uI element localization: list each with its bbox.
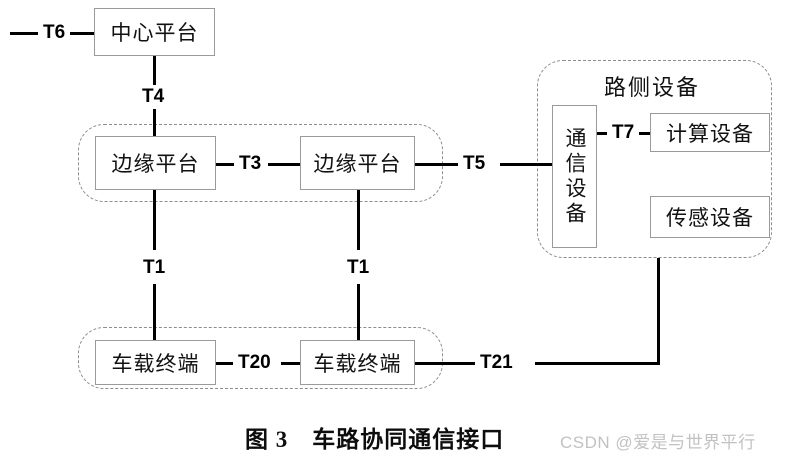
- interface-label-t1-right: T1: [342, 256, 375, 280]
- interface-label-t7: T7: [607, 121, 640, 145]
- connector-t3-right: [268, 163, 300, 166]
- interface-label-t21: T21: [475, 351, 518, 375]
- connector-t6-left: [10, 32, 38, 35]
- connector-t21-left: [415, 362, 475, 365]
- connector-t1-right-lower: [357, 284, 360, 340]
- connector-t20-left: [216, 362, 233, 365]
- connector-t20-right: [281, 362, 301, 365]
- connector-t1-left-upper: [153, 190, 156, 250]
- connector-t1-right-upper: [357, 190, 360, 250]
- interface-label-t5: T5: [458, 152, 491, 176]
- connector-t7-left: [597, 132, 607, 135]
- node-comm-equipment[interactable]: 通信设备: [552, 105, 597, 248]
- connector-t1-left-lower: [153, 284, 156, 340]
- node-edge-platform-left[interactable]: 边缘平台: [95, 136, 216, 190]
- interface-label-t4: T4: [137, 85, 170, 109]
- node-compute-equipment[interactable]: 计算设备: [650, 113, 770, 152]
- interface-label-t3: T3: [234, 152, 267, 176]
- node-sensor-equipment[interactable]: 传感设备: [650, 196, 770, 238]
- interface-label-t6: T6: [38, 21, 71, 45]
- node-edge-platform-right[interactable]: 边缘平台: [300, 136, 415, 190]
- connector-t6-right: [70, 32, 94, 35]
- group-roadside-equipment-title: 路侧设备: [604, 75, 701, 100]
- node-vehicle-terminal-right[interactable]: 车载终端: [300, 340, 415, 385]
- figure-caption: 图 3 车路协同通信接口: [245, 427, 505, 452]
- connector-t21-right: [535, 362, 659, 365]
- group-vehicle-terminals: [78, 327, 443, 389]
- node-vehicle-terminal-left[interactable]: 车载终端: [95, 340, 216, 385]
- connector-t5-right: [500, 163, 552, 166]
- connector-t5-left: [415, 163, 458, 166]
- group-roadside-equipment: [537, 60, 772, 258]
- node-center-platform[interactable]: 中心平台: [94, 8, 215, 56]
- interface-label-t1-left: T1: [138, 256, 171, 280]
- csdn-watermark: CSDN @爱是与世界平行: [560, 433, 756, 452]
- connector-t21-riser: [657, 258, 660, 365]
- connector-t3-left: [216, 163, 234, 166]
- interface-label-t20: T20: [233, 351, 276, 375]
- connector-t7-right: [637, 132, 650, 135]
